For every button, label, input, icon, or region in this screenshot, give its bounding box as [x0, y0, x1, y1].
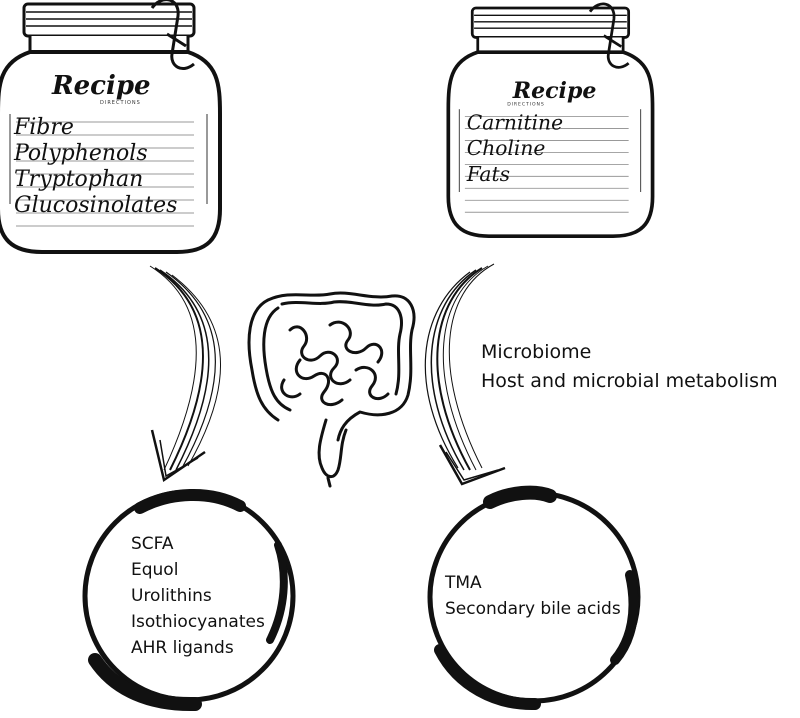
right-jar-item-2: Choline	[467, 136, 546, 160]
left-output-2: Equol	[131, 560, 178, 580]
left-output-5: AHR ligands	[131, 638, 234, 658]
left-jar: Recipe DIRECTIONS Fibre Polyphenols Tryp…	[0, 0, 222, 255]
left-curved-arrow	[149, 265, 222, 483]
right-jar: Recipe DIRECTIONS Carnitine Choline Fats	[446, 2, 655, 238]
left-jar-item-4: Glucosinolates	[14, 193, 177, 218]
right-jar-brand: Recipe	[512, 78, 597, 104]
intestine-icon	[247, 291, 416, 488]
right-curved-arrow	[424, 263, 506, 486]
process-label-microbiome: Microbiome	[481, 341, 591, 363]
process-label-metabolism: Host and microbial metabolism	[481, 370, 778, 392]
left-jar-item-2: Polyphenols	[13, 141, 148, 166]
right-jar-brand-sub: DIRECTIONS	[507, 102, 545, 108]
left-jar-item-3: Tryptophan	[14, 167, 143, 192]
left-output-3: Urolithins	[131, 586, 212, 606]
left-jar-brand-sub: DIRECTIONS	[100, 100, 141, 106]
right-output-2: Secondary bile acids	[445, 599, 621, 619]
left-jar-item-1: Fibre	[13, 115, 74, 140]
right-jar-item-3: Fats	[466, 162, 510, 186]
left-jar-brand: Recipe	[51, 71, 151, 101]
right-jar-item-1: Carnitine	[467, 110, 563, 134]
left-output-circle: SCFA Equol Urolithins Isothiocyanates AH…	[82, 488, 296, 712]
right-output-circle: TMA Secondary bile acids	[427, 485, 641, 711]
left-output-1: SCFA	[131, 534, 174, 554]
left-output-4: Isothiocyanates	[131, 612, 265, 632]
right-output-1: TMA	[444, 573, 482, 593]
